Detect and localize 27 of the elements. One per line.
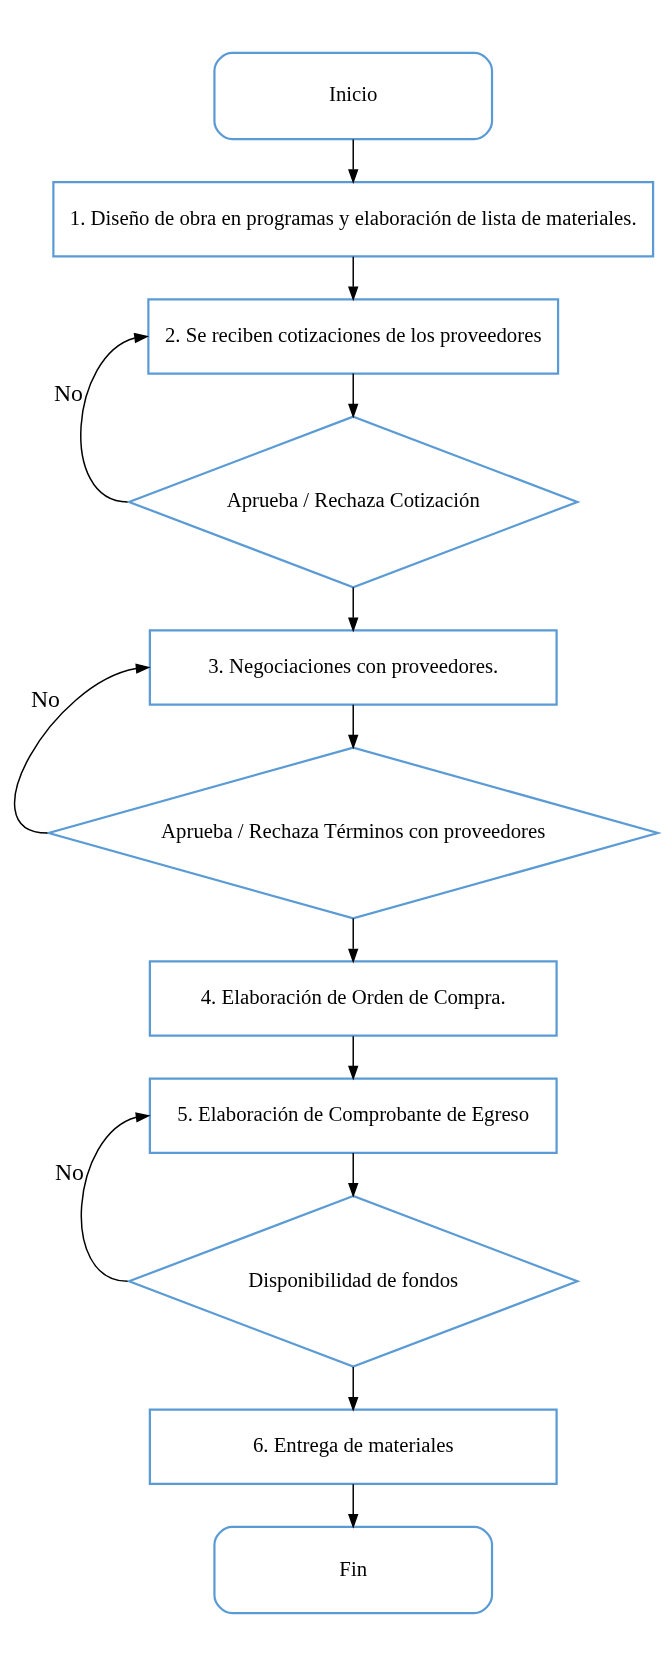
arrow xyxy=(348,1035,359,1081)
edge-label: No xyxy=(54,1158,84,1185)
node-box: 3. Negociaciones con proveedores. xyxy=(148,629,558,706)
arrow xyxy=(14,663,151,834)
node-box: 2. Se reciben cotizaciones de los proveedores xyxy=(147,298,560,375)
arrow xyxy=(80,1112,151,1283)
arrow xyxy=(348,1152,359,1198)
arrow xyxy=(348,917,359,964)
arrow xyxy=(80,332,150,503)
arrow xyxy=(348,372,359,419)
node-box: 5. Elaboración de Comprobante de Egreso xyxy=(148,1077,558,1154)
node-box: Fin xyxy=(213,1525,494,1615)
node-diamond: Aprueba / Rechaza Términos con proveedores xyxy=(44,746,662,920)
node-box: 6. Entrega de materiales xyxy=(148,1408,558,1486)
arrow xyxy=(348,1366,359,1412)
arrow xyxy=(348,256,359,302)
arrow xyxy=(348,586,359,633)
node-box: Inicio xyxy=(213,51,494,141)
node-box: 4. Elaboración de Orden de Compra. xyxy=(148,960,558,1037)
node-box: 1. Diseño de obra en programas y elaboración de lista de materiales. xyxy=(52,180,655,258)
arrow xyxy=(348,703,359,750)
node-diamond: Aprueba / Rechaza Cotización xyxy=(125,415,581,589)
edge-label: No xyxy=(53,380,83,407)
arrow xyxy=(348,1483,359,1529)
node-diamond: Disponibilidad de fondos xyxy=(125,1194,581,1368)
arrow xyxy=(348,138,359,185)
edge-label: No xyxy=(30,686,60,713)
